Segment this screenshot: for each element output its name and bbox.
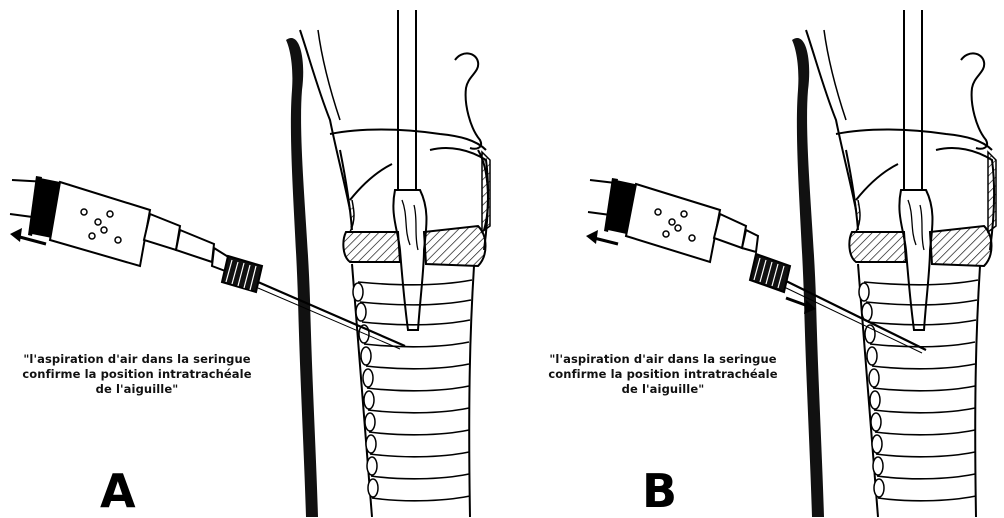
epiglottis xyxy=(961,53,987,148)
caption-line: de l'aiguille" xyxy=(12,382,262,397)
panel-letter: B xyxy=(642,468,677,514)
panel-b: "l'aspiration d'air dans la seringue con… xyxy=(502,0,1004,517)
neck-skin-band xyxy=(792,38,824,517)
epiglottis xyxy=(455,53,481,148)
caption-line: "l'aspiration d'air dans la seringue xyxy=(12,352,262,367)
caption-line: "l'aspiration d'air dans la seringue xyxy=(538,352,788,367)
neck-skin-band xyxy=(286,38,318,517)
trachea-posterior-wall xyxy=(469,266,474,517)
endotracheal-tube xyxy=(398,10,416,190)
needle xyxy=(258,282,405,346)
arrow-left-icon xyxy=(586,230,618,244)
caption-line: de l'aiguille" xyxy=(538,382,788,397)
panel-a: "l'aspiration d'air dans la seringue con… xyxy=(0,0,502,517)
caption: "l'aspiration d'air dans la seringue con… xyxy=(12,352,262,397)
diagram-b xyxy=(502,0,1004,517)
panel-letter: A xyxy=(100,468,136,514)
caption: "l'aspiration d'air dans la seringue con… xyxy=(538,352,788,397)
trachea-posterior-wall xyxy=(975,266,980,517)
syringe xyxy=(10,176,262,292)
caption-line: confirme la position intratrachéale xyxy=(12,367,262,382)
diagram-a xyxy=(0,0,502,517)
cricoid-cartilage xyxy=(343,232,400,262)
endotracheal-tube xyxy=(904,10,922,190)
syringe xyxy=(588,178,790,292)
cricoid-cartilage xyxy=(849,232,906,262)
caption-line: confirme la position intratrachéale xyxy=(538,367,788,382)
